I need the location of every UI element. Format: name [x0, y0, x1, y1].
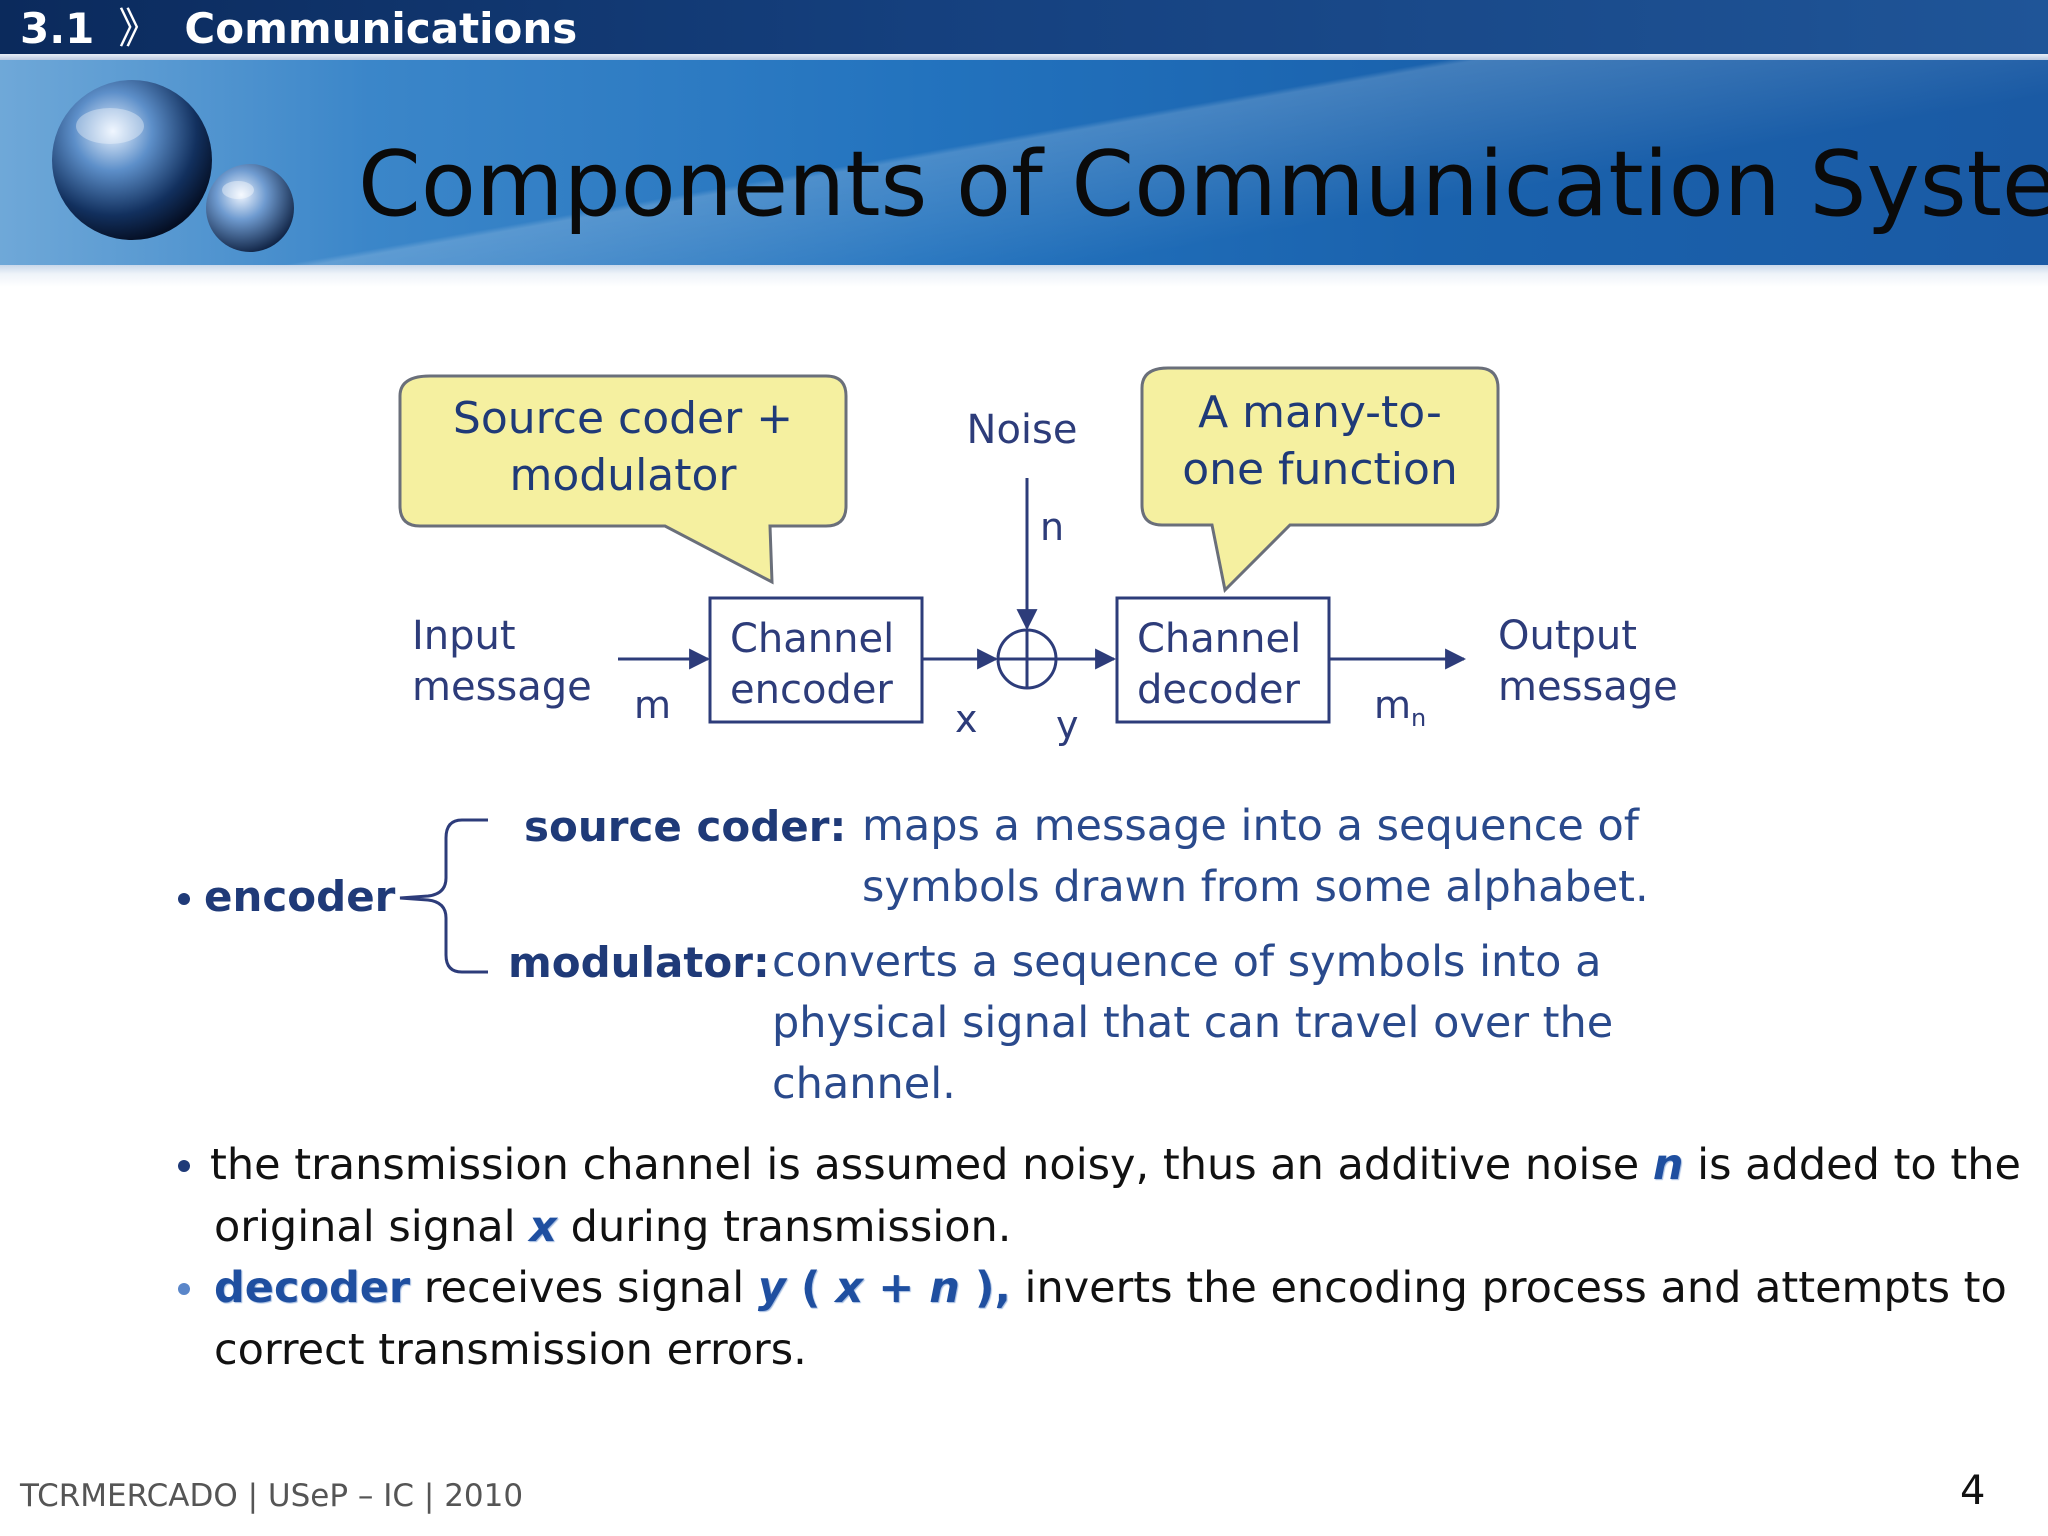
decoder-var-y: y	[757, 1263, 786, 1313]
noise-text-line2-part1: original signal	[214, 1202, 530, 1252]
input-label-line1: Input	[412, 613, 516, 659]
output-label-line1: Output	[1498, 613, 1637, 659]
noise-paragraph-line2: original signal x during transmission.	[214, 1202, 1011, 1252]
callout-decoder-line1: A many-to-	[1198, 387, 1442, 438]
label-m: m	[634, 683, 671, 727]
encoder-term: encoder	[204, 872, 396, 921]
decoder-text-part1: receives signal	[410, 1263, 758, 1313]
label-m-n-base: m	[1374, 683, 1411, 727]
footer-credit: TCRMERCADO | USeP – IC | 2010	[20, 1478, 524, 1514]
encoder-label-line2: encoder	[730, 667, 893, 713]
callout-decoder-line2: one function	[1182, 444, 1458, 495]
globe-logo-icon	[52, 80, 294, 252]
decoder-label-line2: decoder	[1137, 667, 1300, 713]
noise-bullet	[178, 1160, 190, 1172]
encoder-label-line1: Channel	[730, 616, 894, 662]
output-label-line2: message	[1498, 664, 1678, 710]
source-coder-definition-line2: symbols drawn from some alphabet.	[862, 862, 1649, 912]
decoder-paren-close: ),	[959, 1263, 1011, 1313]
noise-text-part1: the transmission channel is assumed nois…	[210, 1140, 1653, 1190]
modulator-term: modulator:	[508, 938, 770, 987]
decoder-paragraph-line1: decoder receives signal y ( x + n ), inv…	[214, 1263, 2007, 1313]
decoder-paragraph-line2: correct transmission errors.	[214, 1325, 807, 1375]
section-bar: 3.1 》 Communications	[0, 0, 2048, 54]
label-m-n: mn	[1374, 683, 1426, 732]
modulator-definition-line1: converts a sequence of symbols into a	[772, 937, 1602, 987]
source-coder-definition-line1: maps a message into a sequence of	[862, 801, 1639, 851]
noise-paragraph-line1: the transmission channel is assumed nois…	[210, 1140, 2021, 1190]
input-label-line2: message	[412, 664, 592, 710]
header-divider	[0, 54, 2048, 60]
decoder-text-part2: inverts the encoding process and attempt…	[1010, 1263, 2007, 1313]
decoder-var-x: x	[835, 1263, 864, 1313]
section-heading: 3.1 》 Communications	[20, 4, 577, 54]
encoder-bullet	[178, 893, 190, 905]
noise-var-n: n	[1652, 1140, 1684, 1190]
decoder-plus: +	[863, 1263, 930, 1313]
noise-text-part2: is added to the	[1683, 1140, 2021, 1190]
callout-source-line2: modulator	[509, 450, 737, 501]
decoder-word: decoder	[214, 1263, 411, 1313]
noise-text-line2-part2: during transmission.	[557, 1202, 1012, 1252]
section-title: Communications	[184, 4, 578, 53]
callout-source-bubble	[398, 374, 848, 585]
section-number: 3.1	[20, 4, 95, 53]
slide-title: Components of Communication System	[358, 132, 2048, 237]
label-x: x	[955, 697, 978, 741]
title-band-shadow	[0, 265, 2048, 287]
label-m-n-sub: n	[1411, 704, 1426, 732]
modulator-definition-line3: channel.	[772, 1059, 956, 1109]
channel-encoder-box	[708, 596, 924, 724]
modulator-definition-line2: physical signal that can travel over the	[772, 998, 1614, 1048]
title-band-shine	[0, 60, 2048, 265]
decoder-label-line1: Channel	[1137, 616, 1301, 662]
label-y: y	[1056, 703, 1079, 747]
noise-label: Noise	[967, 407, 1078, 453]
decoder-bullet	[178, 1283, 190, 1295]
noise-var-x: x	[529, 1202, 558, 1252]
label-n: n	[1040, 505, 1064, 549]
title-band	[0, 60, 2048, 265]
callout-source-line1: Source coder +	[453, 393, 793, 444]
source-coder-term: source coder:	[524, 802, 847, 851]
page-number: 4	[1960, 1468, 1986, 1514]
decoder-var-n: n	[929, 1263, 960, 1313]
decoder-paren-open: (	[785, 1263, 836, 1313]
section-separator-icon: 》	[118, 4, 161, 53]
callout-decoder-bubble	[1140, 366, 1500, 594]
encoder-brace	[399, 818, 488, 974]
